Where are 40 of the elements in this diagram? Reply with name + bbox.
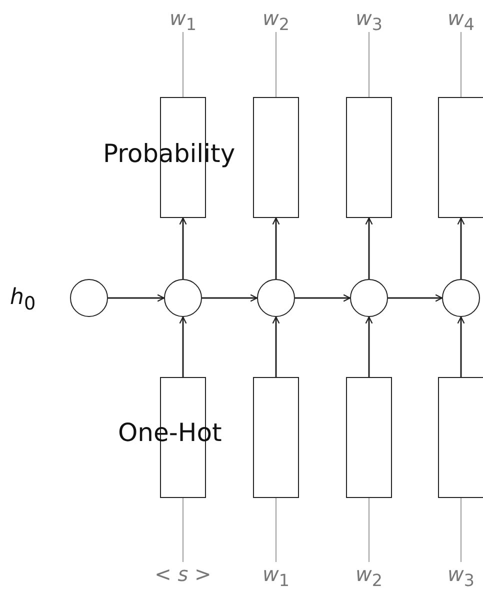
word-label: w$_{3}$ (344, 6, 394, 32)
word-label: < s > (148, 562, 218, 588)
vector-box (346, 377, 392, 498)
connector-line (368, 32, 370, 97)
arrow (272, 316, 280, 377)
arrow (179, 316, 187, 377)
arrow (457, 217, 465, 279)
connector-line (275, 32, 277, 97)
connector-line (275, 498, 277, 562)
state-circle (70, 279, 108, 317)
arrow (202, 294, 258, 302)
arrow (295, 294, 351, 302)
connector-line (460, 498, 462, 562)
state-circle (442, 279, 480, 317)
connector-line (182, 498, 184, 562)
connector-line (460, 32, 462, 97)
arrow (457, 316, 465, 377)
arrow (388, 294, 443, 302)
word-label: w$_{2}$ (334, 562, 404, 588)
vector-box (253, 97, 299, 218)
state-circle (350, 279, 388, 317)
arrow (108, 294, 165, 302)
vector-box (253, 377, 299, 498)
arrow (365, 316, 373, 377)
arrow (365, 217, 373, 279)
word-label: w$_{3}$ (426, 562, 483, 588)
arrow (179, 217, 187, 279)
word-label: w$_{2}$ (251, 6, 301, 32)
state-circle (257, 279, 295, 317)
node-caption: h$_{0}$ (10, 285, 36, 316)
vector-box (346, 97, 392, 218)
connector-line (182, 32, 184, 97)
connector-line (368, 498, 370, 562)
arrow (272, 217, 280, 279)
word-label: w$_{1}$ (158, 6, 208, 32)
vector-box (438, 97, 483, 218)
word-label: w$_{4}$ (436, 6, 483, 32)
word-label: w$_{1}$ (241, 562, 311, 588)
vector-box (438, 377, 483, 498)
state-circle (164, 279, 202, 317)
